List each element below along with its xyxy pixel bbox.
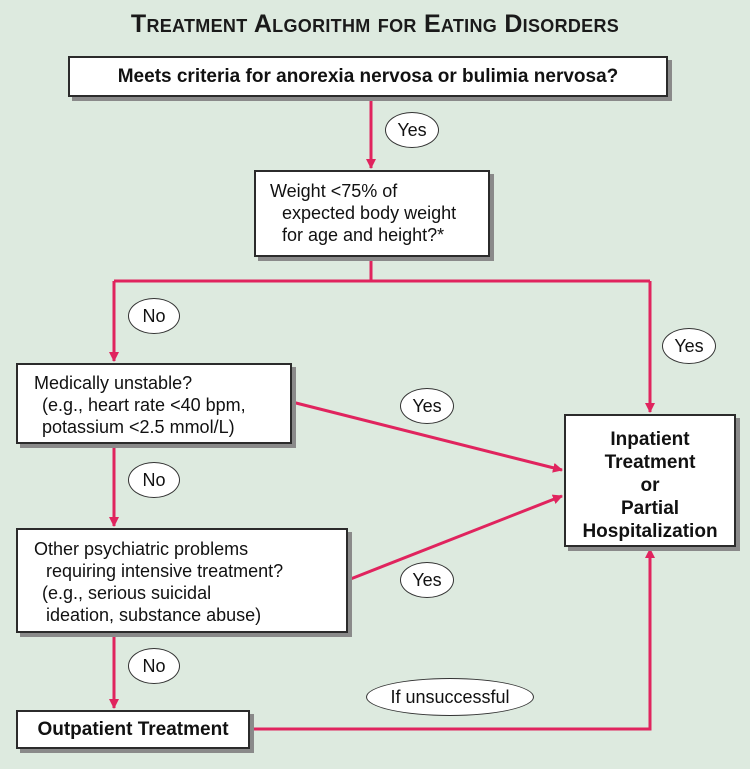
inpatient-box: Inpatient Treatment or Partial Hospitali… [564,414,736,547]
outpatient-box: Outpatient Treatment [16,710,250,749]
label-no-weight: No [128,298,180,334]
weight-box: Weight <75% of expected body weight for … [254,170,490,257]
arrow-outpatient-to-inpatient [250,548,655,731]
label-yes-medical: Yes [400,388,454,424]
psychiatric-line-4: ideation, substance abuse) [46,605,262,625]
label-yes-psychiatric: Yes [400,562,454,598]
medical-line-3: potassium <2.5 mmol/L) [42,417,235,437]
inpatient-line-1: Inpatient [610,429,690,450]
arrow-psychiatric-to-inpatient [347,494,563,582]
label-no-medical: No [128,462,180,498]
inpatient-line-4: Partial [620,498,680,519]
inpatient-line-3: or [640,475,660,496]
psychiatric-line-2: requiring intensive treatment? [46,561,284,581]
criteria-box: Meets criteria for anorexia nervosa or b… [68,56,668,97]
medical-line-2: (e.g., heart rate <40 bpm, [42,395,246,415]
medical-line-1: Medically unstable? [34,373,193,393]
weight-line-1: Weight <75% of [270,181,398,201]
inpatient-line-5: Hospitalization [582,521,718,542]
medical-box: Medically unstable? (e.g., heart rate <4… [16,363,292,444]
diagram-title: Treatment Algorithm for Eating Disorders [130,10,620,38]
criteria-text: Meets criteria for anorexia nervosa or b… [117,65,619,87]
label-if-unsuccessful: If unsuccessful [366,678,534,716]
psychiatric-box: Other psychiatric problems requiring int… [16,528,348,633]
label-yes-weight: Yes [662,328,716,364]
psychiatric-line-3: (e.g., serious suicidal [42,583,212,603]
outpatient-text: Outpatient Treatment [37,718,229,740]
inpatient-line-2: Treatment [604,452,696,473]
psychiatric-line-1: Other psychiatric problems [34,539,249,559]
label-yes-criteria: Yes [385,112,439,148]
weight-line-2: expected body weight [282,203,457,223]
weight-line-3: for age and height?* [282,225,445,245]
arrow-medical-to-inpatient [291,400,563,473]
label-no-psychiatric: No [128,648,180,684]
